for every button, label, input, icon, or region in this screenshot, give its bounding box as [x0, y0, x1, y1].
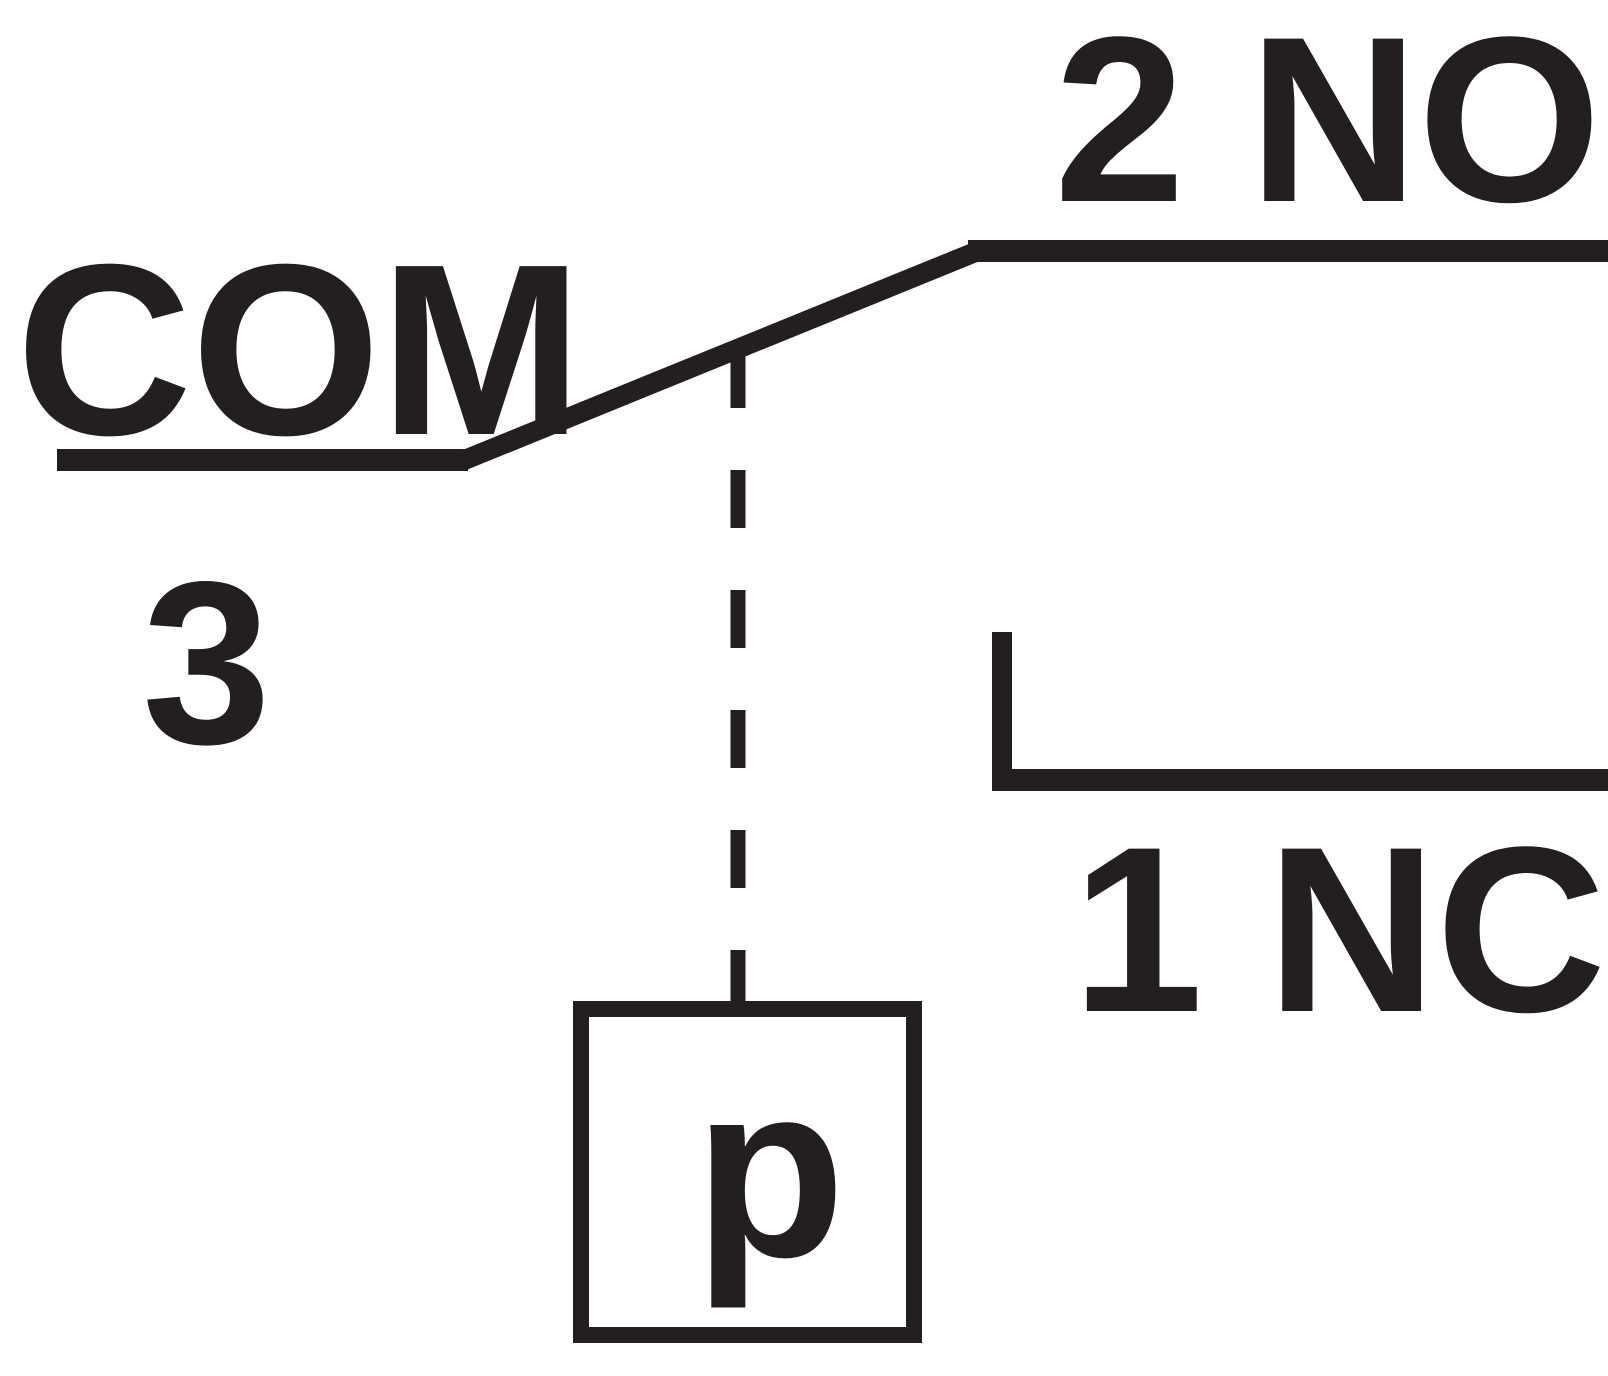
label-common-terminal: COM [16, 213, 583, 486]
label-terminal-number-3: 3 [142, 534, 271, 793]
label-normally-open-terminal: 2 NO [1054, 0, 1601, 252]
pressure-actuator-box [573, 1001, 922, 1343]
label-normally-closed-terminal: 1 NC [1072, 798, 1606, 1062]
switch-blade[interactable] [458, 241, 982, 471]
label-pressure-actuator: p [694, 1031, 846, 1309]
